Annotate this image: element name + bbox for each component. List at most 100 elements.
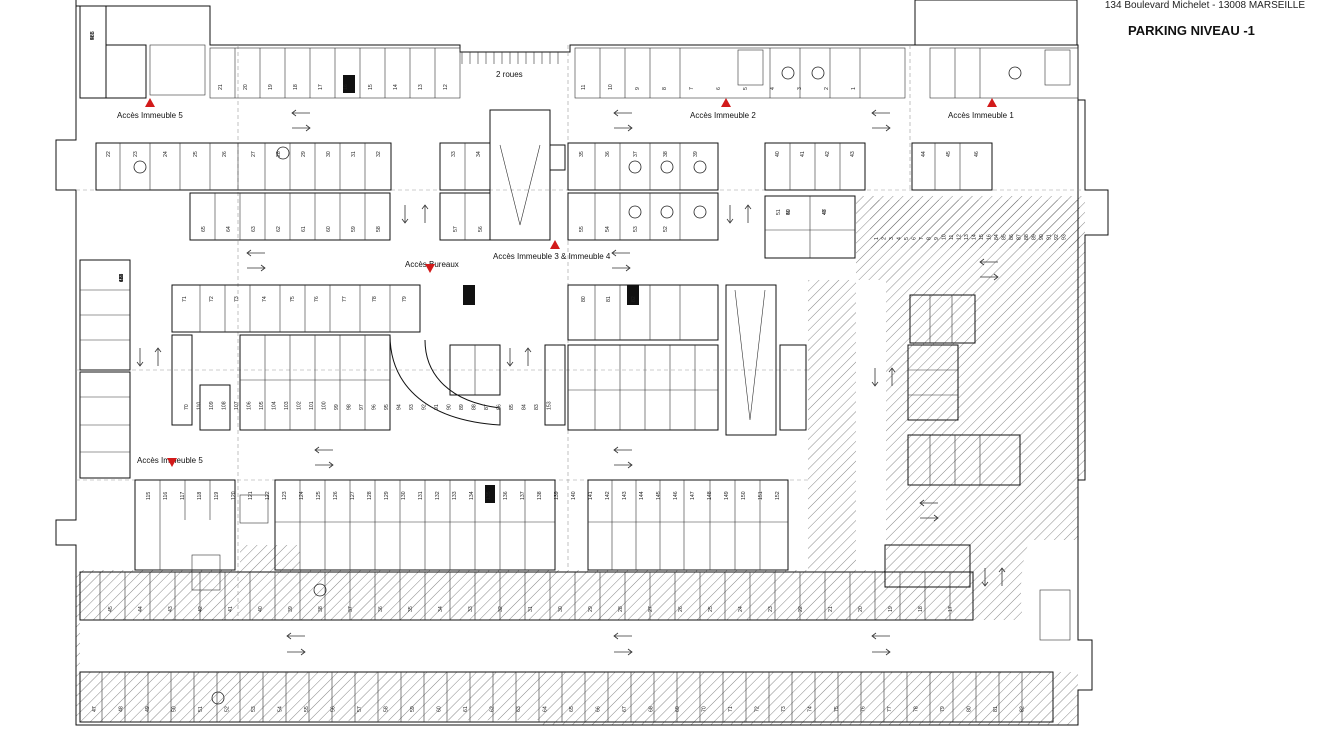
space-number: 41 (228, 606, 234, 612)
space-number: 17 (318, 84, 324, 90)
space-number: 39 (288, 606, 294, 612)
access-marker-icon (550, 240, 560, 249)
space-number: 110 (197, 402, 203, 410)
space-number: 55 (304, 706, 310, 712)
central-ramp (489, 109, 566, 241)
space-number: 116 (163, 492, 169, 500)
space-number: 127 (350, 491, 356, 500)
access-marker-icon (721, 98, 731, 107)
space-number: 12 (443, 84, 449, 90)
address-text: 134 Boulevard Michelet - 13008 MARSEILLE (1104, 0, 1305, 11)
space-number: 56 (331, 706, 337, 712)
space-number: 138 (537, 491, 543, 500)
parking-row-bottom (134, 479, 789, 571)
space-number: 150 (741, 491, 747, 500)
space-number: 76 (314, 296, 320, 302)
space-number: 65 (201, 226, 207, 232)
space-number: 38 (318, 606, 324, 612)
space-number: 58 (376, 226, 382, 232)
space-number: 137 (520, 491, 526, 500)
space-number: 70 (184, 404, 190, 410)
arrow-down-icon (726, 205, 734, 224)
space-number: 86 (1009, 234, 1015, 240)
arrow-right-icon (614, 124, 633, 132)
space-number: 43 (850, 151, 856, 157)
space-number: 92 (1054, 234, 1060, 240)
space-number: 82 (1020, 706, 1026, 712)
space-number: 16 (343, 84, 349, 90)
space-number: 36 (378, 606, 384, 612)
space-number: 483 (90, 31, 96, 40)
space-number: 6 (716, 87, 722, 90)
label-acces-immeuble-1: Accès Immeuble 1 (948, 111, 1014, 120)
space-number: 73 (781, 706, 787, 712)
space-number: 42 (825, 151, 831, 157)
space-number: 126 (333, 491, 339, 500)
space-number: 10 (608, 84, 614, 90)
space-number: 79 (402, 296, 408, 302)
parking-row-b (189, 192, 856, 259)
space-number: 20 (243, 84, 249, 90)
access-marker-icon (425, 264, 435, 273)
arrow-left-icon (979, 258, 998, 266)
space-number: 70 (702, 706, 708, 712)
space-number: 35 (579, 151, 585, 157)
space-number: 98 (347, 404, 353, 410)
space-number: 78 (914, 706, 920, 712)
space-number: 14 (972, 234, 978, 240)
space-number: 81 (606, 296, 612, 302)
arrow-up-icon (744, 204, 752, 223)
space-number: 30 (558, 606, 564, 612)
space-number: 1 (874, 237, 880, 240)
space-number: 142 (605, 491, 611, 500)
space-number: 128 (367, 491, 373, 500)
space-number: 122 (265, 491, 271, 500)
hatched-row-top (870, 200, 1080, 248)
space-number: 57 (453, 226, 459, 232)
space-number: 60 (326, 226, 332, 232)
space-number: 18 (293, 84, 299, 90)
space-number: 107 (234, 401, 240, 410)
space-number: 40 (775, 151, 781, 157)
arrow-right-icon (614, 648, 633, 656)
space-number: 586 (90, 31, 96, 40)
arrow-right-icon (980, 273, 999, 281)
space-number: 153 (547, 401, 553, 410)
arrow-right-icon (315, 461, 334, 469)
space-number: 47 (92, 706, 98, 712)
space-number: 95 (384, 404, 390, 410)
bottom-aisle (80, 620, 1078, 672)
space-number: 5 (904, 237, 910, 240)
space-number: 131 (418, 491, 424, 500)
space-number: 133 (452, 491, 458, 500)
space-number: 15 (979, 234, 985, 240)
space-number: 109 (209, 401, 215, 410)
space-number: 104 (272, 401, 278, 410)
space-number: 10 (942, 234, 948, 240)
accessible-parking-icon (211, 691, 225, 705)
space-number: 75 (834, 706, 840, 712)
space-number: 39 (693, 151, 699, 157)
accessible-parking-icon (660, 205, 674, 219)
space-number: 145 (656, 491, 662, 500)
space-number: 58 (384, 706, 390, 712)
space-number: 19 (268, 84, 274, 90)
arrow-up-icon (888, 367, 896, 386)
plan-title: PARKING NIVEAU -1 (1128, 23, 1255, 38)
space-number: 11 (949, 235, 955, 240)
space-number: 144 (639, 491, 645, 500)
space-number: 88 (472, 404, 478, 410)
space-number: 84 (994, 234, 1000, 240)
space-number: 9 (934, 237, 940, 240)
space-number: 132 (435, 491, 441, 500)
space-number: 77 (887, 706, 893, 712)
space-number: 21 (828, 606, 834, 612)
arrow-left-icon (246, 249, 265, 257)
arrow-right-icon (287, 648, 306, 656)
space-number: 50 (786, 209, 792, 215)
space-number: 13 (418, 84, 424, 90)
arrow-up-icon (154, 347, 162, 366)
space-number: 34 (476, 151, 482, 157)
space-number: 4 (770, 87, 776, 90)
